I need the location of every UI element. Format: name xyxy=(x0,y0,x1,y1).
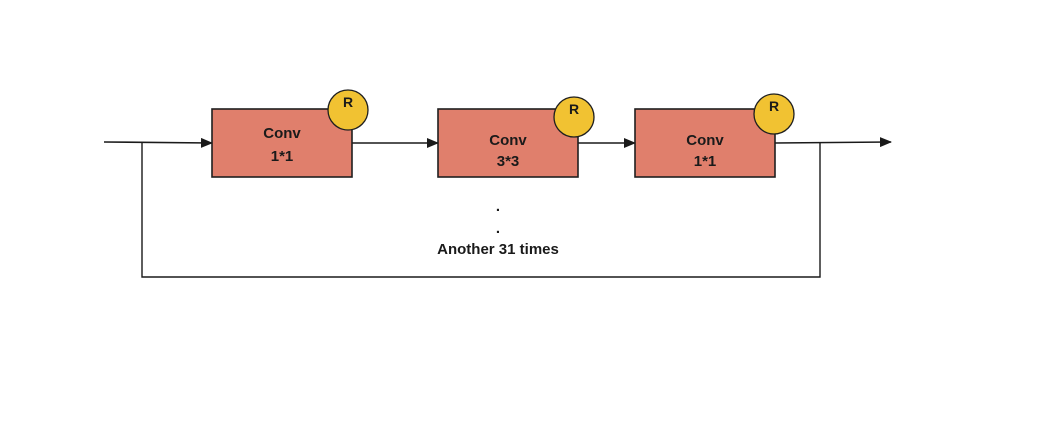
conv-block-2-kernel: 3*3 xyxy=(497,153,520,170)
skip-connection-loop xyxy=(141,142,821,278)
input-arrow xyxy=(103,137,213,148)
relu-badge-3 xyxy=(753,93,795,135)
conv-block-3-kernel: 1*1 xyxy=(694,153,717,170)
conv-block-1-box xyxy=(211,108,353,178)
conv-block-3-label: Conv xyxy=(686,132,724,149)
conv-block-3: Conv 1*1 R xyxy=(634,93,795,178)
ellipsis-dot-1: . xyxy=(496,198,500,215)
conv-block-1: Conv 1*1 R xyxy=(211,89,369,178)
relu-badge-2 xyxy=(553,96,595,138)
relu-badge-1-label: R xyxy=(343,94,353,110)
repeat-note: Another 31 times xyxy=(437,241,559,258)
conv-block-3-box xyxy=(634,108,776,178)
conv-block-1-kernel: 1*1 xyxy=(271,148,294,165)
relu-badge-2-label: R xyxy=(569,101,579,117)
conv-block-2: Conv 3*3 R xyxy=(437,96,595,178)
ellipsis-dot-2: . xyxy=(496,220,500,237)
conv-block-1-label: Conv xyxy=(263,125,301,142)
conv-block-2-label: Conv xyxy=(489,132,527,149)
relu-badge-3-label: R xyxy=(769,98,779,114)
output-arrow xyxy=(774,137,892,148)
relu-badge-1 xyxy=(327,89,369,131)
